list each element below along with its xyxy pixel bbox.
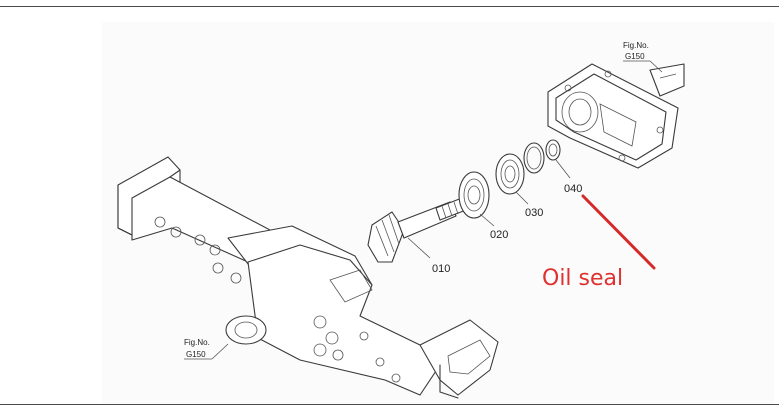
oil-seal-040 — [545, 139, 561, 161]
figure-ref-top: Fig.No. G150 — [623, 41, 663, 73]
bottom-border-line — [0, 404, 779, 405]
figure-ref-top-line2: G150 — [625, 52, 645, 61]
part-label-010: 010 — [432, 263, 450, 275]
figure-ref-bottom-line2: G150 — [186, 350, 206, 359]
gear-case — [547, 63, 685, 169]
part-label-040: 040 — [564, 183, 582, 195]
part-label-020: 020 — [490, 229, 508, 241]
part-callouts: 010 020 030 040 — [407, 159, 582, 275]
figure-ref-bottom-line1: Fig.No. — [184, 338, 210, 347]
bevel-pinion-shaft — [367, 197, 467, 263]
figure-ref-top-line1: Fig.No. — [623, 41, 649, 50]
oil-seal-annotation: Oil seal — [542, 266, 623, 291]
annotation-arrow — [581, 194, 656, 270]
ball-bearing-020 — [458, 171, 490, 219]
axle-housing — [117, 156, 499, 399]
ball-bearing-030 — [495, 153, 525, 195]
top-border-line — [0, 6, 779, 7]
figure-ref-bottom: Fig.No. G150 — [184, 338, 229, 360]
snap-ring — [523, 142, 545, 174]
part-label-030: 030 — [525, 207, 543, 219]
